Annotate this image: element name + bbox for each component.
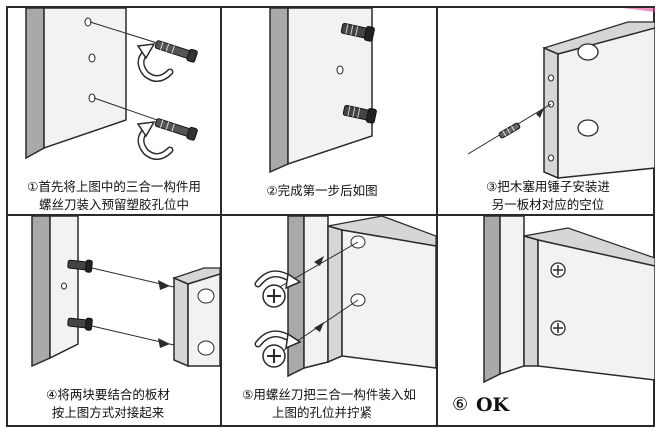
step-4-caption-line-2: 按上图方式对接起来 [51, 405, 165, 420]
step-2-illustration [269, 8, 377, 174]
step-3-panel: ③把木塞用锤子安装进 另一板材对应的空位 [438, 8, 655, 214]
step-6-ok-label: OK [476, 394, 510, 416]
step-1-caption-line-2: 螺丝刀装入预留塑胶孔位中 [38, 197, 189, 212]
step-4-illustration [31, 216, 220, 368]
divider-col-2 [436, 8, 438, 425]
step-3-illustration [467, 8, 655, 180]
step-4-caption-line-1: ④将两块要结合的板材 [46, 387, 170, 402]
step-5-panel: ⑤用螺丝刀把三合一构件装入如 上图的孔位并拧紧 [222, 216, 436, 427]
step-6-illustration [483, 216, 655, 384]
divider-col-1 [220, 8, 222, 425]
step-5-caption-line-2: 上图的孔位并拧紧 [271, 405, 372, 420]
step-1-panel: ①首先将上图中的三合一构件用 螺丝刀装入预留塑胶孔位中 [8, 8, 220, 214]
step-3-caption-line-1: ③把木塞用锤子安装进 [486, 179, 610, 194]
divider-row [8, 214, 653, 216]
step-6-number: ⑥ [452, 394, 469, 415]
step-2-panel: ②完成第一步后如图 [222, 8, 436, 214]
step-1-illustration [25, 8, 198, 160]
step-4-panel: ④将两块要结合的板材 按上图方式对接起来 [8, 216, 220, 427]
step-5-illustration [254, 216, 436, 378]
step-5-caption-line-1: ⑤用螺丝刀把三合一构件装入如 [242, 387, 416, 402]
step-6-panel: ⑥ OK [438, 216, 655, 427]
step-2-caption-line-1: ②完成第一步后如图 [266, 183, 378, 198]
step-1-caption-line-1: ①首先将上图中的三合一构件用 [27, 179, 201, 194]
step-3-caption-line-2: 另一板材对应的空位 [491, 197, 605, 212]
